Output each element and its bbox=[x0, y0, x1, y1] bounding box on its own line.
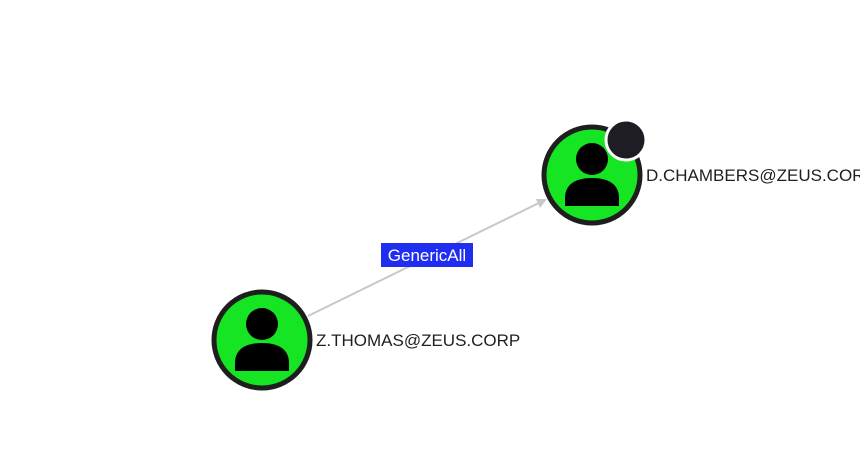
edge-zthomas-to-dchambers[interactable]: GenericAll bbox=[307, 199, 547, 317]
node-badge bbox=[604, 118, 648, 162]
user-icon bbox=[565, 143, 619, 206]
edge-label-text: GenericAll bbox=[388, 246, 466, 265]
user-icon bbox=[235, 308, 289, 371]
node-dchambers[interactable]: D.CHAMBERS@ZEUS.CORP bbox=[541, 118, 860, 226]
node-label: Z.THOMAS@ZEUS.CORP bbox=[316, 331, 520, 350]
node-zthomas[interactable]: Z.THOMAS@ZEUS.CORP bbox=[211, 289, 520, 391]
edge-label-background bbox=[381, 243, 473, 267]
node-label: D.CHAMBERS@ZEUS.CORP bbox=[646, 166, 860, 185]
edge-label[interactable]: GenericAll bbox=[381, 243, 473, 267]
